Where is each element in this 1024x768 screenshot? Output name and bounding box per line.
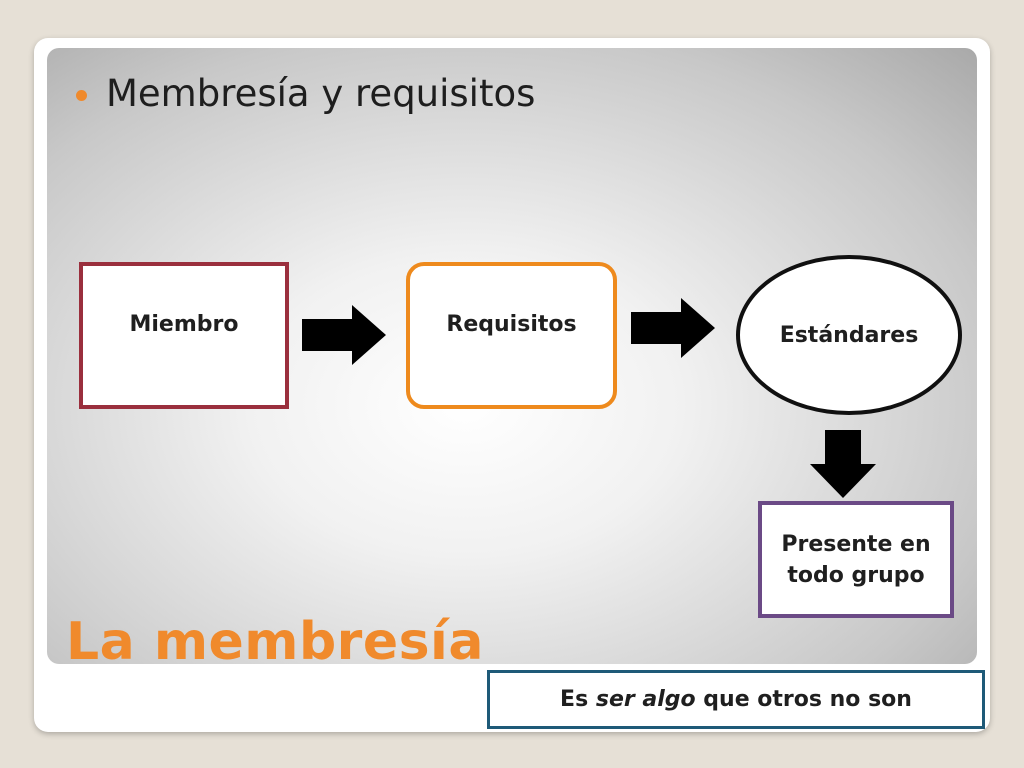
arrow-right-icon	[302, 305, 386, 365]
node-requisitos-label: Requisitos	[446, 312, 577, 337]
node-miembro-label: Miembro	[129, 312, 239, 337]
caption-emphasis: ser algo	[595, 687, 696, 712]
node-estandares-label: Estándares	[779, 322, 919, 348]
bullet-text: Membresía y requisitos	[106, 72, 536, 115]
node-requisitos: Requisitos	[406, 262, 617, 409]
node-presente: Presente en todo grupo	[758, 501, 954, 618]
arrow-right-icon	[631, 298, 715, 358]
bullet-dot-icon	[76, 90, 87, 101]
caption-box: Es ser algo que otros no son	[487, 670, 985, 729]
caption-suffix: que otros no son	[703, 687, 912, 712]
slide-title: La membresía	[66, 612, 484, 672]
arrow-down-icon	[810, 430, 876, 498]
caption-prefix: Es	[560, 687, 589, 712]
node-miembro: Miembro	[79, 262, 289, 409]
node-presente-label: Presente en todo grupo	[781, 531, 931, 588]
node-estandares: Estándares	[736, 255, 962, 415]
